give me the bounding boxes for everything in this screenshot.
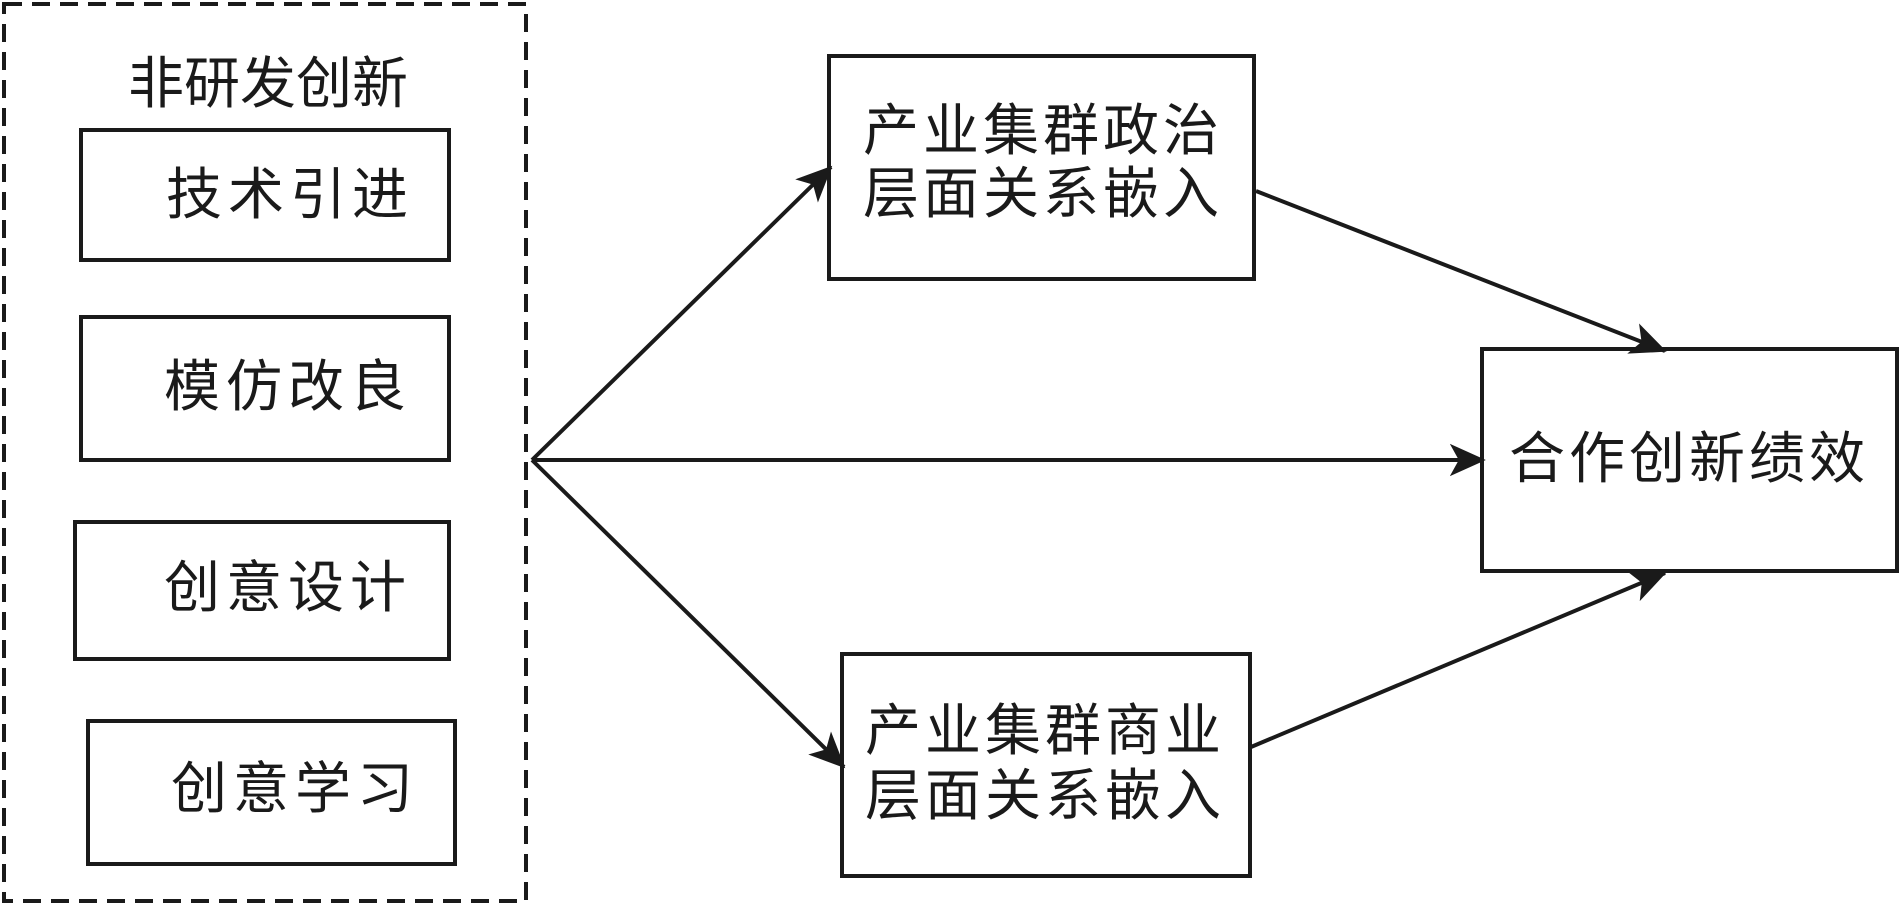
political-embedding-box [827,54,1256,281]
outcome-box [1480,347,1899,573]
item-box [79,315,451,462]
business-embedding-node: 产业集群商业 层面关系嵌入 [840,652,1252,878]
outcome-label: 合作创新绩效 [1509,427,1869,492]
item-box [86,719,457,866]
arrow-political-to-outcome [1255,189,1667,354]
political-embedding-line1: 产业集群政治 [863,99,1223,164]
business-embedding-line2: 层面关系嵌入 [865,764,1225,829]
arrow-innovation-to-political [530,165,833,462]
item-creative-learning: 创意学习 [86,719,457,866]
political-embedding-line2: 层面关系嵌入 [863,162,1223,227]
item-box [79,128,451,262]
item-technology-introduction: 技术引进 [79,128,451,262]
item-creative-design: 创意设计 [73,520,451,661]
arrow-innovation-to-business [530,458,846,769]
item-label: 创意设计 [164,556,412,621]
outcome-node: 合作创新绩效 [1480,347,1899,573]
arrow-business-to-outcome [1250,571,1667,749]
group-title: 非研发创新 [128,52,408,117]
non-rd-innovation-group [2,2,528,903]
business-embedding-line1: 产业集群商业 [865,699,1225,764]
business-embedding-box [840,652,1252,878]
item-label: 模仿改良 [164,355,412,420]
item-box [73,520,451,661]
item-label: 创意学习 [171,757,419,822]
political-embedding-node: 产业集群政治 层面关系嵌入 [827,54,1256,281]
item-imitation-improvement: 模仿改良 [79,315,451,462]
item-label: 技术引进 [166,163,414,228]
